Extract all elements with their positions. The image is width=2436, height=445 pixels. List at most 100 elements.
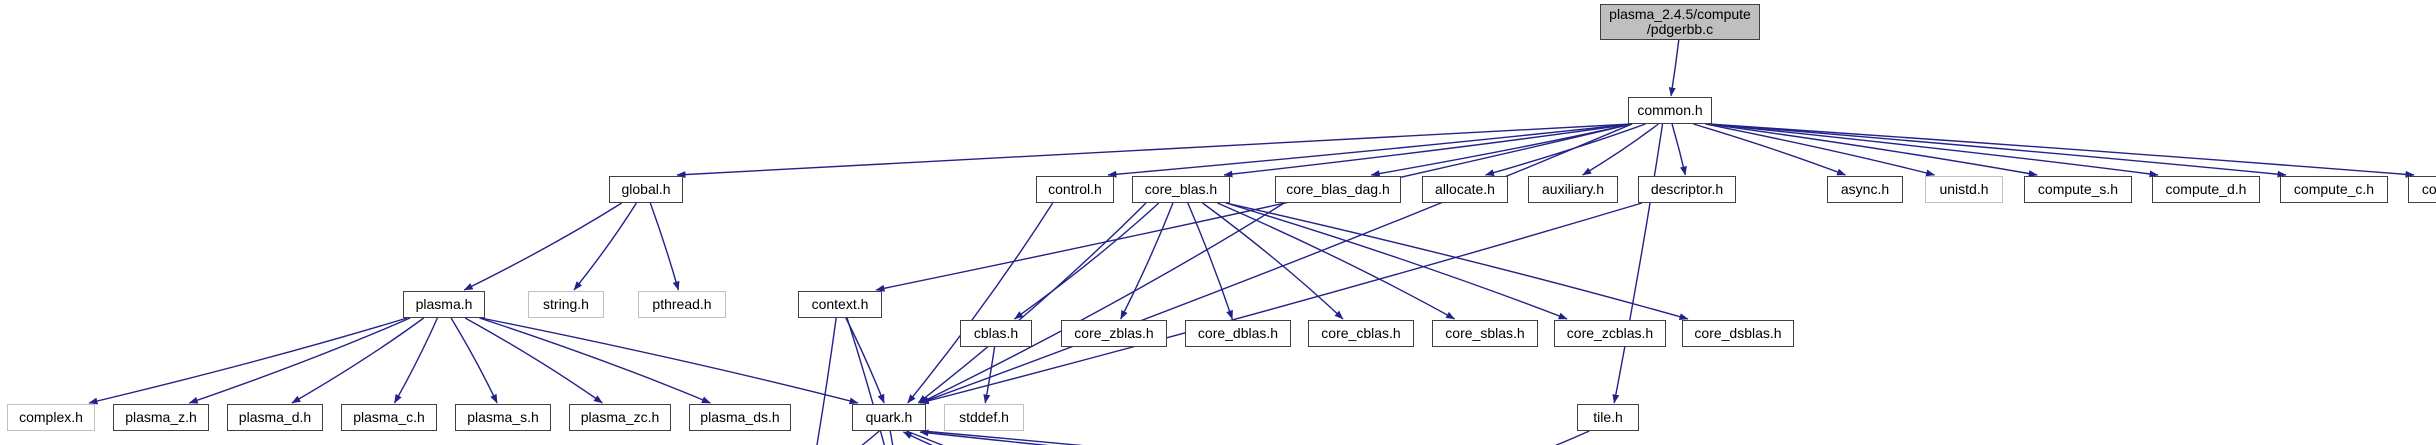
graph-edge-plasma-h-to-plasma-c-h — [393, 317, 439, 404]
graph-node-unistd-h[interactable]: unistd.h — [1925, 176, 2003, 203]
graph-edge-common-h-to-unistd-h — [1705, 123, 1936, 177]
graph-node-label: complex.h — [19, 409, 83, 425]
graph-node-context-h[interactable]: context.h — [798, 291, 882, 318]
graph-node-label: core_dsblas.h — [1694, 325, 1782, 341]
graph-node-compute-c-h[interactable]: compute_c.h — [2280, 176, 2388, 203]
graph-edge-quark-unpack-h-to-quark-h — [902, 431, 933, 445]
graph-node-label: core_blas_dag.h — [1286, 181, 1390, 197]
graph-node-plasma-z-h[interactable]: plasma_z.h — [113, 404, 209, 431]
graph-node-label: tile.h — [1593, 409, 1623, 425]
graph-node-label: auxiliary.h — [1542, 181, 1604, 197]
graph-edge-common-h-to-compute-z-h — [1707, 123, 2415, 178]
graph-node-label: context.h — [811, 296, 869, 312]
graph-node-label: plasma_c.h — [353, 409, 425, 425]
graph-node-core-cblas-h[interactable]: core_cblas.h — [1308, 320, 1414, 347]
graph-node-allocate-h[interactable]: allocate.h — [1422, 176, 1508, 203]
graph-node-core-zcblas-h[interactable]: core_zcblas.h — [1554, 320, 1666, 347]
graph-edge-control-h-to-quark-h — [907, 202, 1054, 404]
graph-node-core-blas-dag-h[interactable]: core_blas_dag.h — [1275, 176, 1401, 203]
graph-node-label: cblas.h — [973, 325, 1019, 341]
graph-edge-core-blas-h-to-core-sblas-h — [1217, 202, 1456, 320]
graph-node-core-zblas-h[interactable]: core_zblas.h — [1061, 320, 1167, 347]
graph-node-pthread-h[interactable]: pthread.h — [638, 291, 726, 318]
graph-edge-core-blas-h-to-cblas-h — [1014, 202, 1160, 320]
graph-node-plasma-zc-h[interactable]: plasma_zc.h — [569, 404, 671, 431]
graph-edge-common-h-to-core-blas-dag-h — [1370, 123, 1633, 177]
graph-edge-tile-h-to-inttypes-h — [1554, 430, 1590, 445]
graph-node-plasma-ds-h[interactable]: plasma_ds.h — [689, 404, 791, 431]
graph-edge-common-h-to-core-blas-h — [1223, 123, 1633, 178]
graph-node-core-sblas-h[interactable]: core_sblas.h — [1432, 320, 1538, 347]
graph-edge-common-h-to-compute-s-h — [1707, 123, 2038, 177]
graph-node-auxiliary-h[interactable]: auxiliary.h — [1528, 176, 1618, 203]
graph-edge-common-h-to-global-h — [676, 123, 1633, 179]
graph-edge-plasma-h-to-plasma-zc-h — [464, 317, 603, 404]
graph-node-label: compute_d.h — [2165, 181, 2247, 197]
graph-node-core-dsblas-h[interactable]: core_dsblas.h — [1682, 320, 1794, 347]
graph-node-label: compute_s.h — [2037, 181, 2119, 197]
graph-node-descriptor-h[interactable]: descriptor.h — [1638, 176, 1736, 203]
graph-edge-common-h-to-compute-d-h — [1707, 123, 2159, 178]
graph-node-plasma-s-h[interactable]: plasma_s.h — [455, 404, 551, 431]
graph-node-string-h[interactable]: string.h — [528, 291, 604, 318]
graph-node-label: core_cblas.h — [1321, 325, 1401, 341]
graph-node-label: plasma_ds.h — [700, 409, 780, 425]
graph-node-global-h[interactable]: global.h — [609, 176, 683, 203]
graph-node-async-h[interactable]: async.h — [1827, 176, 1903, 203]
graph-edge-context-h-to-quark-h — [845, 317, 885, 404]
graph-edge-core-blas-h-to-core-dblas-h — [1187, 202, 1233, 320]
graph-node-compute-s-h[interactable]: compute_s.h — [2024, 176, 2132, 203]
graph-node-label: stddef.h — [959, 409, 1009, 425]
graph-edge-core-blas-h-to-core-zblas-h — [1120, 202, 1174, 320]
graph-edge-plasma-h-to-complex-h — [88, 317, 408, 405]
graph-node-compute-d-h[interactable]: compute_d.h — [2152, 176, 2260, 203]
graph-node-plasma-h[interactable]: plasma.h — [403, 291, 485, 318]
graph-edge-common-h-to-allocate-h — [1485, 123, 1646, 177]
graph-edge-common-h-to-quark-h — [919, 123, 1633, 404]
graph-edge-plasma-h-to-plasma-s-h — [450, 317, 498, 404]
graph-node-label: unistd.h — [1939, 181, 1989, 197]
graph-node-tile-h[interactable]: tile.h — [1577, 404, 1639, 431]
graph-node-label: quark.h — [865, 409, 913, 425]
graph-edge-root-to-common-h — [1668, 39, 1680, 97]
graph-edge-quark-h-to-quark-unpack-h — [906, 430, 944, 445]
graph-node-plasma-d-h[interactable]: plasma_d.h — [227, 404, 323, 431]
graph-edge-core-blas-h-to-core-cblas-h — [1202, 202, 1344, 320]
graph-edge-common-h-to-tile-h — [1612, 123, 1664, 404]
graph-node-common-h[interactable]: common.h — [1628, 97, 1712, 124]
graph-node-label: plasma_zc.h — [580, 409, 660, 425]
graph-node-complex-h[interactable]: complex.h — [7, 404, 95, 431]
graph-node-label: pthread.h — [652, 296, 712, 312]
graph-edge-common-h-to-context-h — [875, 123, 1633, 292]
graph-edge-inttypes-h-to-quark-h — [919, 429, 1050, 445]
graph-edge-global-h-to-pthread-h — [649, 202, 680, 291]
graph-node-core-blas-h[interactable]: core_blas.h — [1132, 176, 1230, 203]
graph-node-label: core_blas.h — [1144, 181, 1218, 197]
graph-edge-context-h-to-stdio-h — [816, 317, 837, 445]
graph-node-label: global.h — [621, 181, 671, 197]
graph-edge-common-h-to-compute-c-h — [1707, 123, 2287, 178]
graph-node-stddef-h[interactable]: stddef.h — [944, 404, 1024, 431]
graph-node-compute-z-h[interactable]: compute_z.h — [2408, 176, 2436, 203]
graph-edge-common-h-to-descriptor-h — [1671, 123, 1687, 176]
graph-edge-core-blas-h-to-core-zcblas-h — [1225, 202, 1568, 320]
graph-edge-plasma-h-to-plasma-z-h — [188, 317, 411, 404]
graph-edge-plasma-h-to-quark-h — [480, 317, 859, 405]
graph-node-label: plasma_z.h — [125, 409, 197, 425]
graph-node-label: core_zblas.h — [1074, 325, 1154, 341]
graph-node-control-h[interactable]: control.h — [1036, 176, 1114, 203]
graph-edge-core-blas-h-to-core-dsblas-h — [1225, 202, 1689, 321]
graph-edge-common-h-to-async-h — [1693, 123, 1846, 176]
graph-node-quark-h[interactable]: quark.h — [852, 404, 926, 431]
graph-node-label: core_zcblas.h — [1566, 325, 1654, 341]
graph-edge-common-h-to-control-h — [1107, 123, 1633, 178]
graph-node-root[interactable]: plasma_2.4.5/compute /pdgerbb.c — [1600, 4, 1760, 40]
graph-node-plasma-c-h[interactable]: plasma_c.h — [341, 404, 437, 431]
graph-edge-quark-h-to-stdio-h — [861, 430, 880, 445]
graph-node-core-dblas-h[interactable]: core_dblas.h — [1185, 320, 1291, 347]
graph-node-label: plasma.h — [415, 296, 473, 312]
graph-node-label: plasma_2.4.5/compute /pdgerbb.c — [1609, 6, 1751, 37]
graph-node-cblas-h[interactable]: cblas.h — [960, 320, 1032, 347]
graph-node-label: control.h — [1048, 181, 1102, 197]
